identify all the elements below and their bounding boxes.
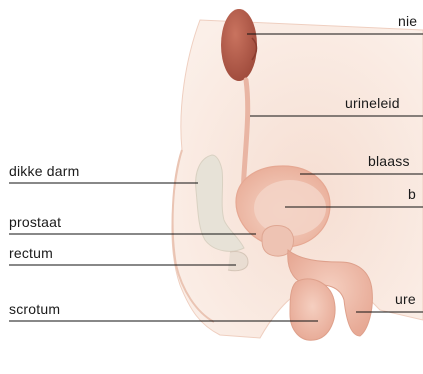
label-urethra: ure — [395, 291, 416, 307]
label-scrotum: scrotum — [9, 301, 60, 317]
scrotum-shape — [290, 279, 335, 340]
label-urineleider: urineleid — [345, 95, 400, 111]
label-prostaat: prostaat — [9, 214, 61, 230]
label-nier: nie — [398, 13, 417, 29]
label-rectum: rectum — [9, 245, 53, 261]
rectum-shape — [228, 251, 248, 270]
bladder-inner — [254, 180, 326, 236]
label-blaas: blaass — [368, 153, 410, 169]
label-dikke-darm: dikke darm — [9, 163, 79, 179]
label-b: b — [408, 186, 416, 202]
kidney-shape — [221, 9, 257, 81]
